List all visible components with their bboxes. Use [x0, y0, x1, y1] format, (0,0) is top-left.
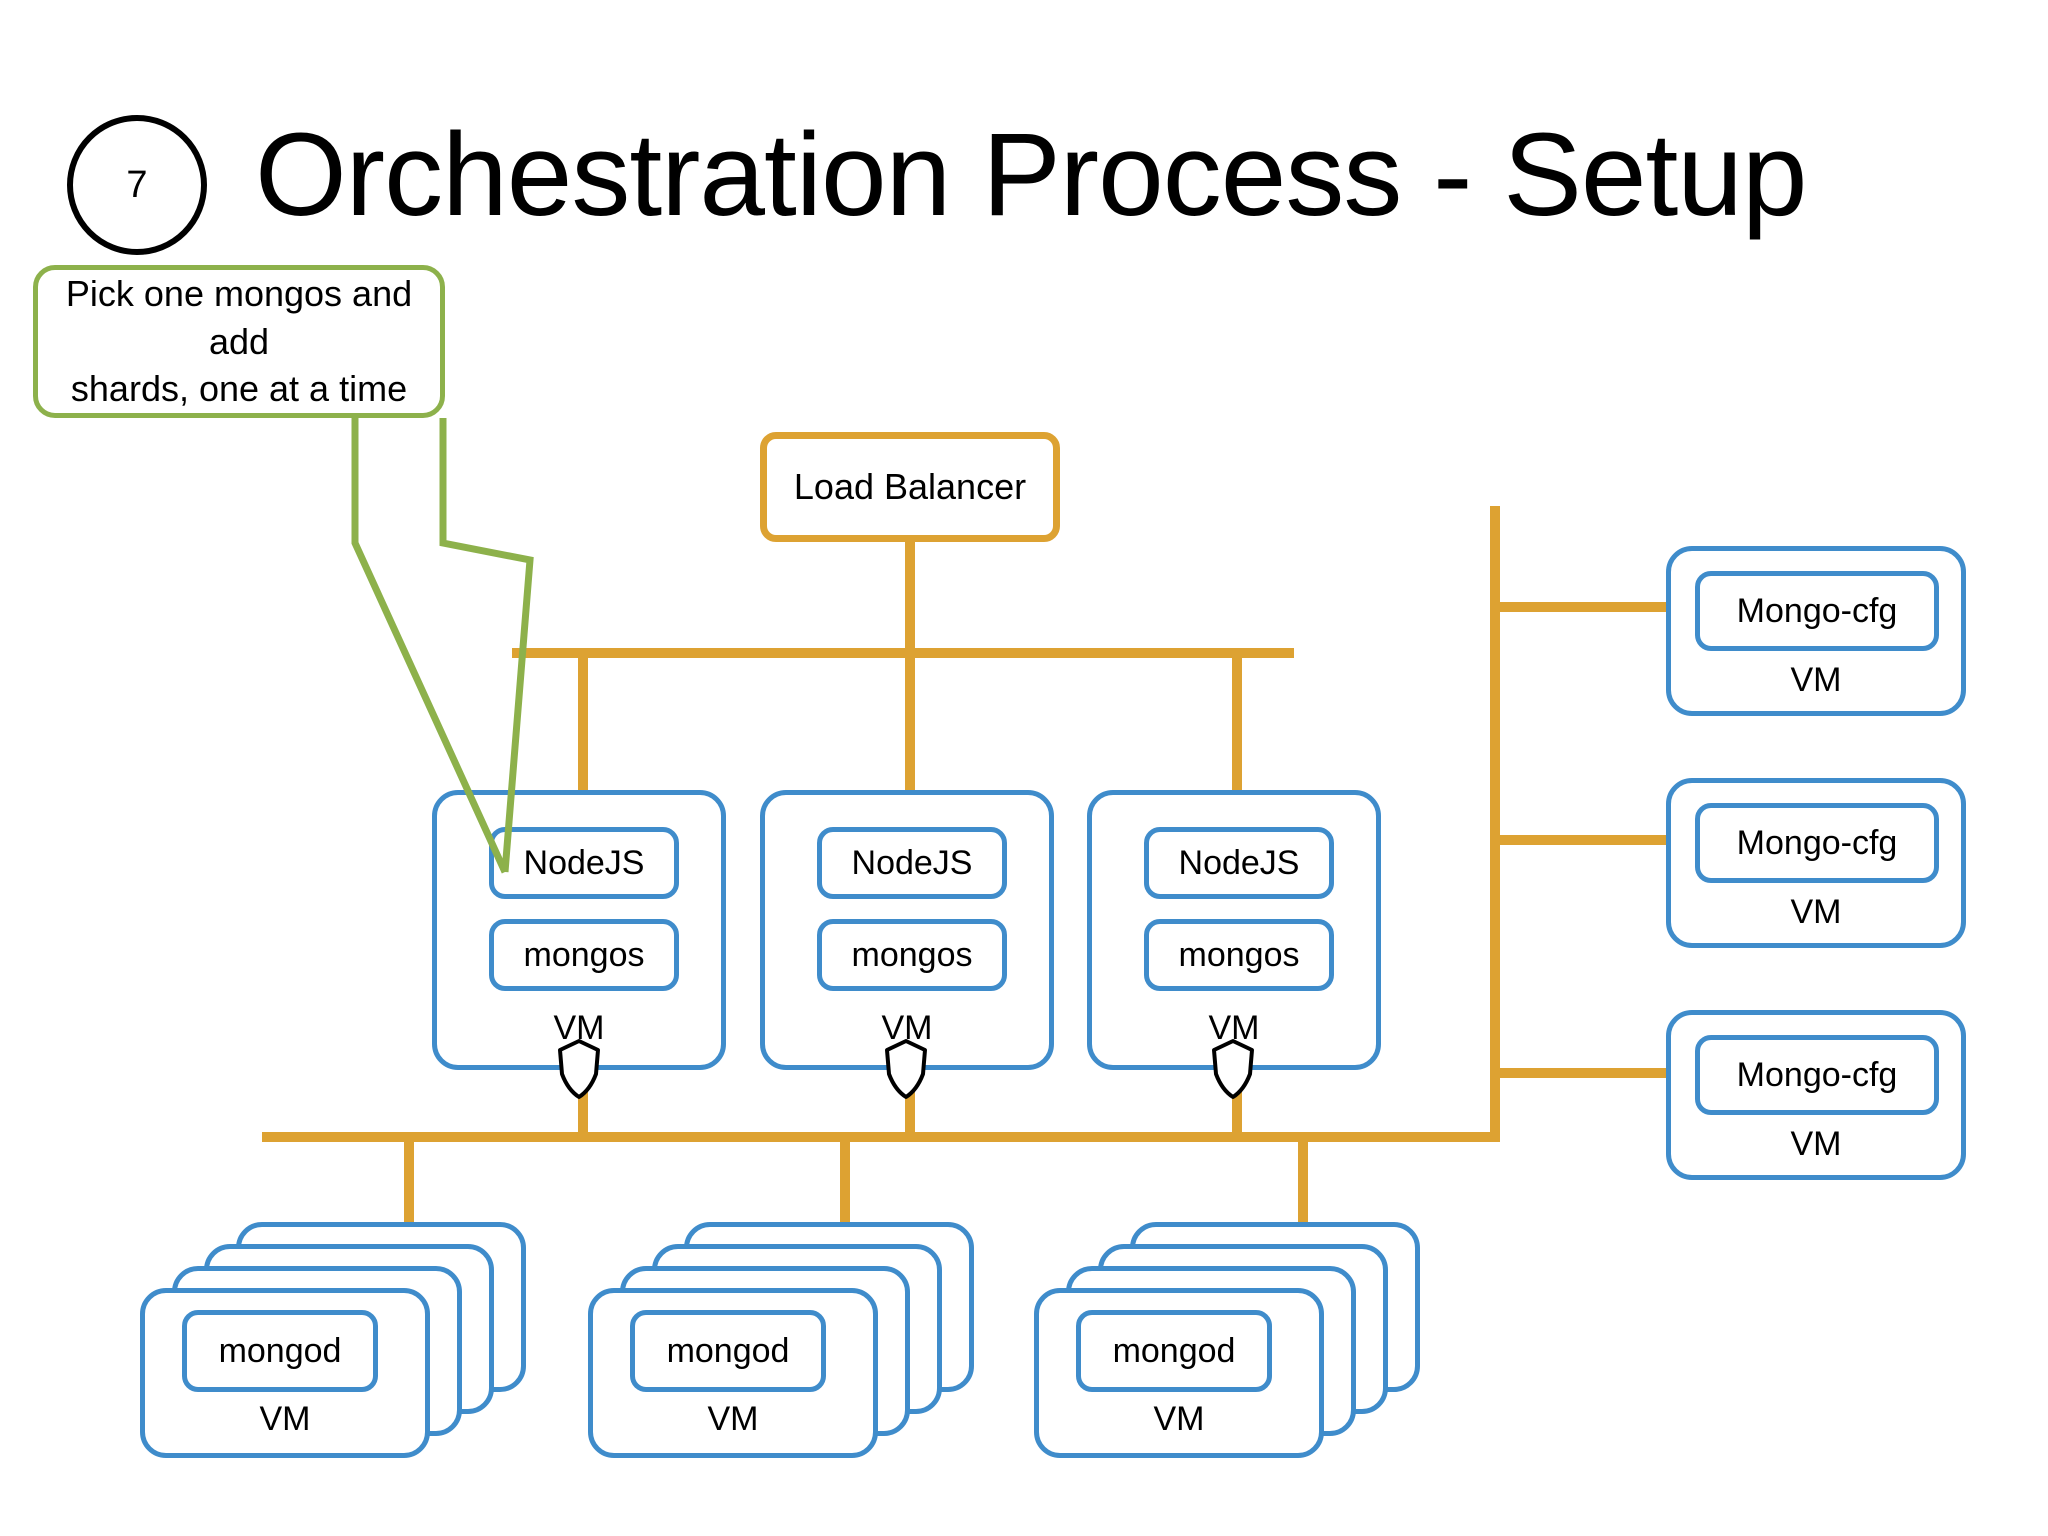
callout-line-2: shards, one at a time	[70, 368, 408, 410]
mongod-box-1[interactable]: mongod	[182, 1310, 378, 1392]
shield-icon-1	[558, 1039, 600, 1099]
wire-top-drop-1	[578, 648, 588, 796]
wire-cfg-branch-2	[1490, 835, 1680, 845]
app-vm-3[interactable]: NodeJS mongos VM	[1087, 790, 1381, 1070]
callout-line-1: Pick one mongos and add	[65, 273, 413, 362]
shard-stack-1[interactable]: mongod VM	[140, 1222, 526, 1458]
vm-label-shard-2: VM	[707, 1400, 759, 1438]
mongo-cfg-label-1: Mongo-cfg	[1736, 591, 1898, 630]
wire-right-trunk	[1490, 506, 1500, 1138]
mongod-label-2: mongod	[666, 1331, 790, 1370]
app-vm-2[interactable]: NodeJS mongos VM	[760, 790, 1054, 1070]
mongod-box-2[interactable]: mongod	[630, 1310, 826, 1392]
mongos-label-1: mongos	[523, 935, 645, 974]
mongod-box-3[interactable]: mongod	[1076, 1310, 1272, 1392]
config-vm-2[interactable]: Mongo-cfg VM	[1666, 778, 1966, 948]
vm-label-shard-1: VM	[259, 1400, 311, 1438]
shield-icon-3	[1212, 1039, 1254, 1099]
mongos-box-3[interactable]: mongos	[1144, 919, 1334, 991]
mongo-cfg-box-3[interactable]: Mongo-cfg	[1695, 1035, 1939, 1115]
config-vm-3[interactable]: Mongo-cfg VM	[1666, 1010, 1966, 1180]
mongod-label-1: mongod	[218, 1331, 342, 1370]
load-balancer-label: Load Balancer	[793, 466, 1027, 507]
wire-riser-1	[578, 1080, 588, 1136]
wire-shard-drop-2	[840, 1132, 850, 1252]
wire-top-drop-3	[1232, 648, 1242, 796]
slide-number-badge: 7	[67, 115, 207, 255]
wire-cfg-branch-1	[1490, 602, 1680, 612]
wire-shard-drop-1	[404, 1132, 414, 1252]
wire-shard-drop-3	[1298, 1132, 1308, 1252]
nodejs-label-3: NodeJS	[1178, 843, 1300, 882]
vm-label-shard-3: VM	[1153, 1400, 1205, 1438]
mongo-cfg-label-3: Mongo-cfg	[1736, 1055, 1898, 1094]
wire-riser-2	[905, 1080, 915, 1136]
vm-label-cfg-1: VM	[1790, 661, 1842, 699]
nodejs-label-2: NodeJS	[851, 843, 973, 882]
load-balancer-box[interactable]: Load Balancer	[760, 432, 1060, 542]
app-vm-1[interactable]: NodeJS mongos VM	[432, 790, 726, 1070]
vm-label-cfg-2: VM	[1790, 893, 1842, 931]
mongos-box-1[interactable]: mongos	[489, 919, 679, 991]
callout-box[interactable]: Pick one mongos and add shards, one at a…	[33, 265, 445, 418]
mongos-label-2: mongos	[851, 935, 973, 974]
mongos-box-2[interactable]: mongos	[817, 919, 1007, 991]
shard-stack-2[interactable]: mongod VM	[588, 1222, 974, 1458]
wire-cfg-branch-3	[1490, 1068, 1680, 1078]
nodejs-box-2[interactable]: NodeJS	[817, 827, 1007, 899]
wire-riser-3	[1232, 1080, 1242, 1136]
mongos-label-3: mongos	[1178, 935, 1300, 974]
mongo-cfg-label-2: Mongo-cfg	[1736, 823, 1898, 862]
wire-top-bus	[512, 648, 1294, 658]
nodejs-label-1: NodeJS	[523, 843, 645, 882]
config-vm-1[interactable]: Mongo-cfg VM	[1666, 546, 1966, 716]
page-title: Orchestration Process - Setup	[255, 109, 1808, 241]
mongo-cfg-box-2[interactable]: Mongo-cfg	[1695, 803, 1939, 883]
slide-header: 7 Orchestration Process - Setup	[60, 100, 1960, 255]
slide-number: 7	[126, 164, 148, 206]
shard-stack-3[interactable]: mongod VM	[1034, 1222, 1420, 1458]
mongo-cfg-box-1[interactable]: Mongo-cfg	[1695, 571, 1939, 651]
nodejs-box-1[interactable]: NodeJS	[489, 827, 679, 899]
wire-lower-bus	[262, 1132, 1500, 1142]
nodejs-box-3[interactable]: NodeJS	[1144, 827, 1334, 899]
vm-label-cfg-3: VM	[1790, 1125, 1842, 1163]
shield-icon-2	[885, 1039, 927, 1099]
mongod-label-3: mongod	[1112, 1331, 1236, 1370]
wire-top-drop-2	[905, 648, 915, 796]
